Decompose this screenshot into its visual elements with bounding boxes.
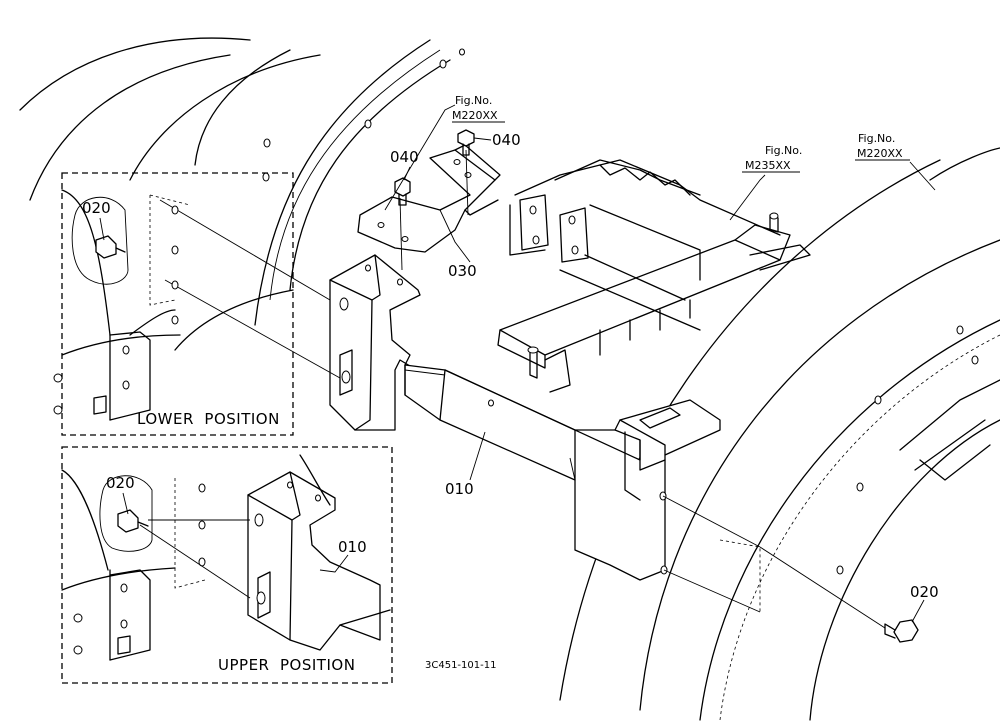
- fig-ref-1-title: Fig.No.: [455, 94, 492, 107]
- upper-position-label: UPPER POSITION: [218, 656, 355, 674]
- upper-position-inset: [61, 446, 393, 684]
- assembly-lines: [149, 149, 886, 629]
- part-label-010-inset: 010: [338, 538, 367, 556]
- left-fender-outline: [19, 37, 451, 326]
- fig-ref-3-title: Fig.No.: [858, 132, 895, 145]
- bolt-020-right: [884, 619, 919, 643]
- right-fender-holes: [836, 325, 979, 575]
- frame-assembly: [497, 159, 811, 393]
- part-label-020-lower: 020: [82, 199, 111, 217]
- part-label-040-left: 040: [390, 148, 419, 166]
- fig-ref-2-number: M235XX: [745, 159, 791, 172]
- fig-ref-2-title: Fig.No.: [765, 144, 802, 157]
- part-label-020-upper: 020: [106, 474, 135, 492]
- part-label-030: 030: [448, 262, 477, 280]
- leader-lines: [99, 104, 936, 623]
- lower-position-inset: [53, 172, 294, 436]
- bracket-010: [329, 254, 721, 581]
- drawing-code: 3C451-101-11: [425, 660, 496, 671]
- fig-ref-3-number: M220XX: [857, 147, 903, 160]
- fig-ref-1-number: M220XX: [452, 109, 498, 122]
- plate-030: [357, 144, 501, 253]
- right-fender-outline: [559, 147, 1000, 721]
- part-label-020-right: 020: [910, 583, 939, 601]
- part-label-040-right: 040: [492, 131, 521, 149]
- part-label-010-main: 010: [445, 480, 474, 498]
- bolt-040-left: [394, 177, 411, 206]
- lower-position-label: LOWER POSITION: [137, 410, 280, 428]
